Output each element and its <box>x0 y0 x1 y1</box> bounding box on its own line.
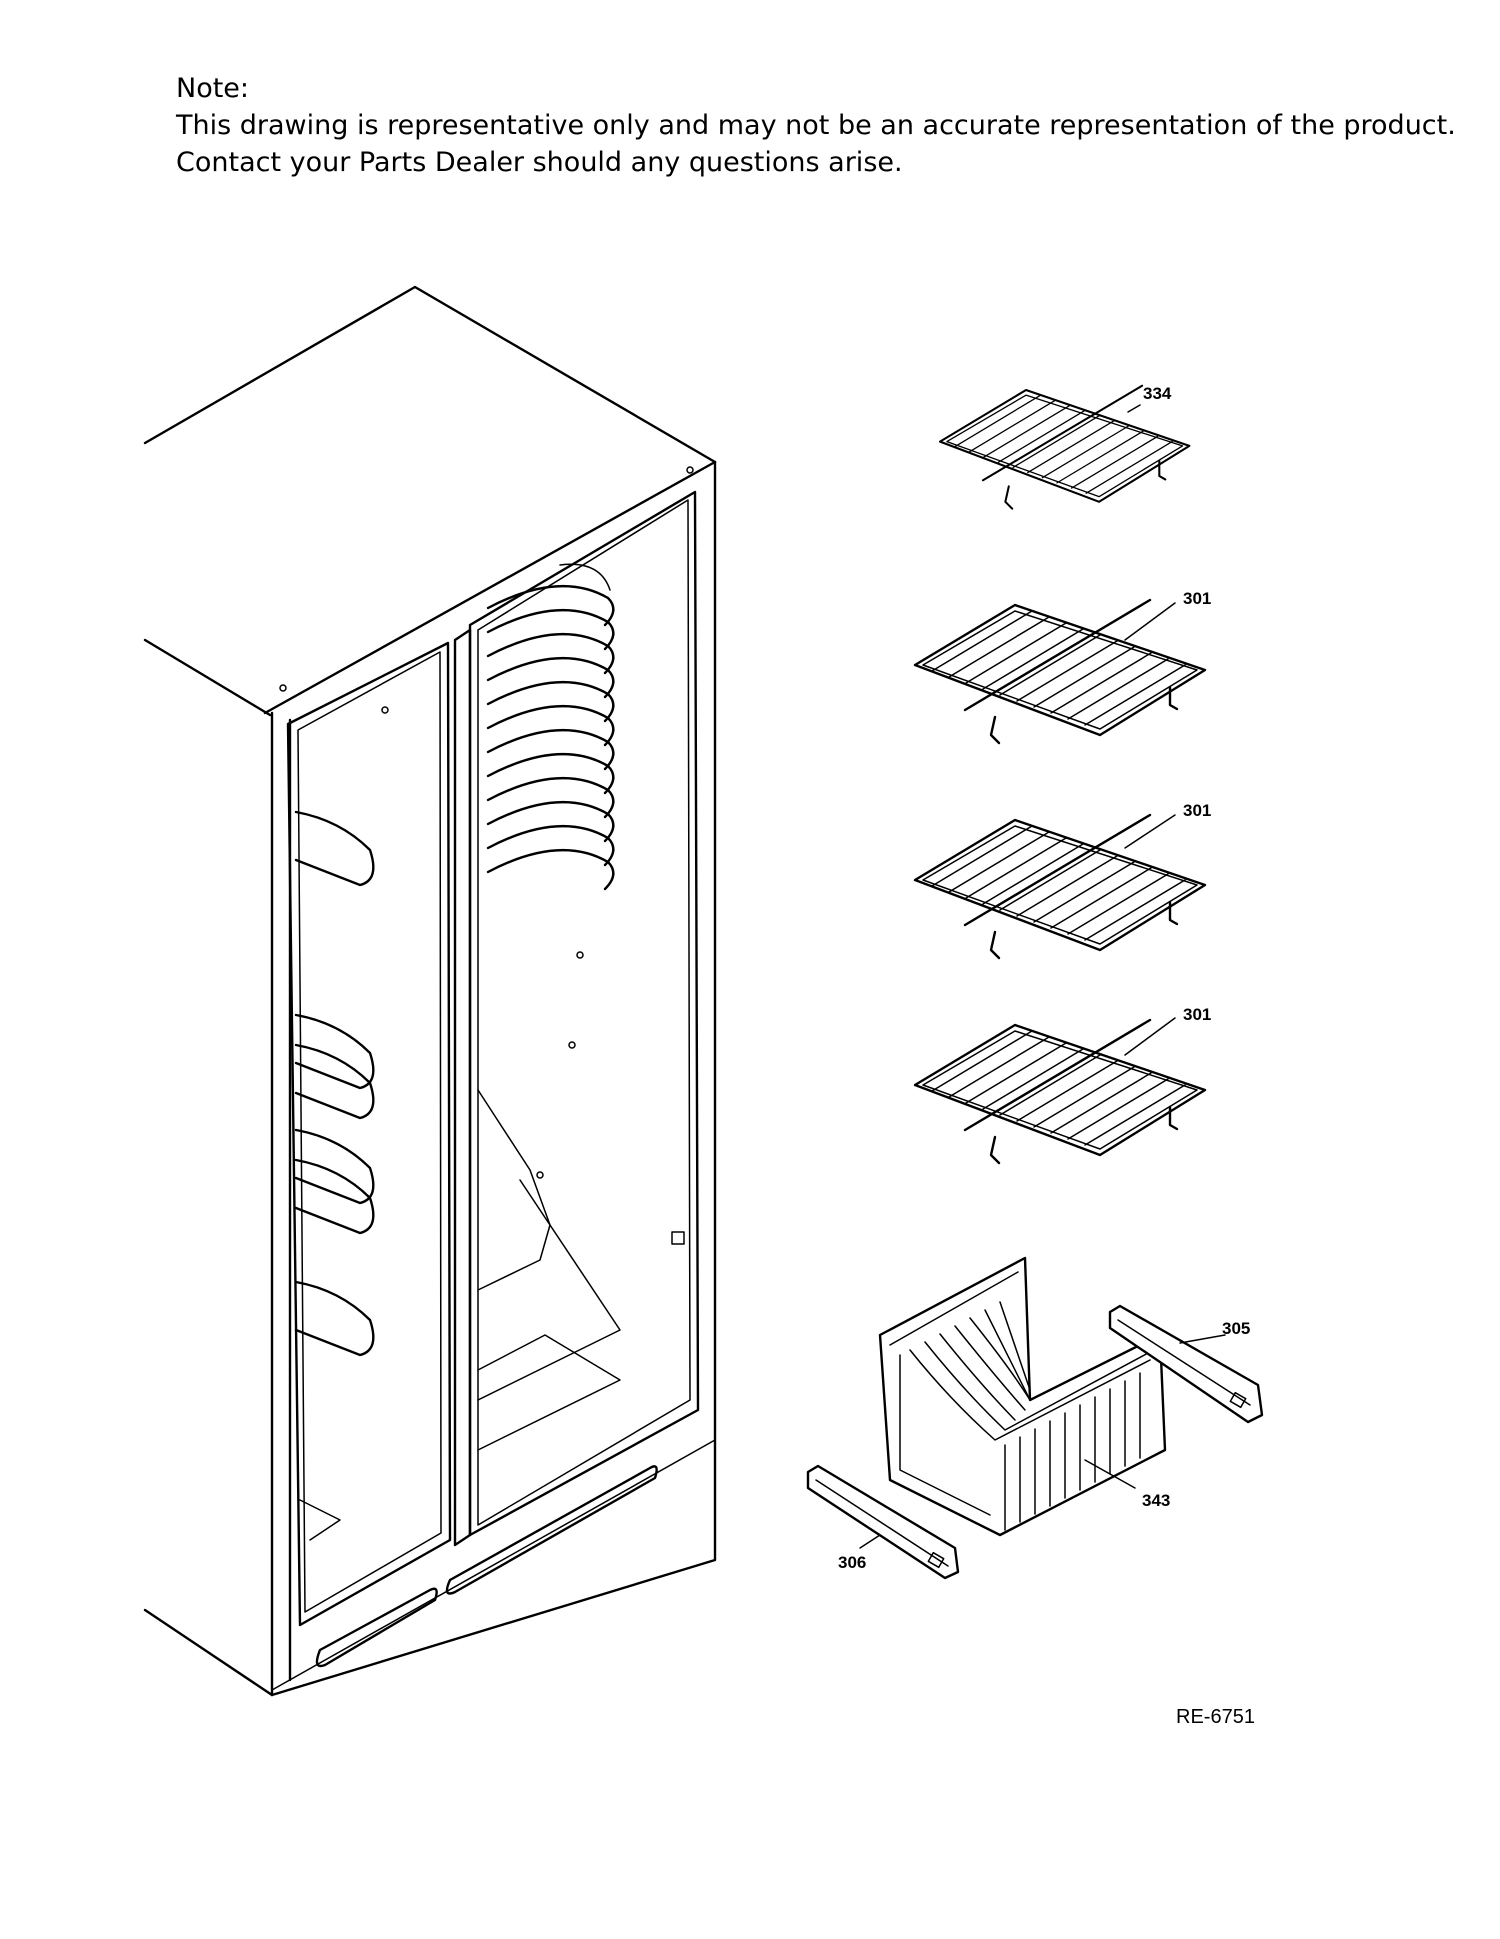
slide-rail-305 <box>1108 1304 1264 1424</box>
shelf-301-c <box>913 1018 1207 1165</box>
shelf-301-a <box>913 598 1207 745</box>
callout-301-a: 301 <box>1183 589 1211 608</box>
shelf-301-b <box>913 813 1207 960</box>
refrigerator-cabinet <box>143 285 717 1697</box>
left-shelf-rails <box>294 810 375 1357</box>
slide-rail-306 <box>806 1464 960 1580</box>
disclaimer-note: Note: This drawing is representative onl… <box>176 70 1456 181</box>
callout-301-b: 301 <box>1183 801 1211 820</box>
callout-334: 334 <box>1143 384 1172 403</box>
freezer-basket-343 <box>878 1256 1167 1537</box>
callout-305: 305 <box>1222 1319 1250 1338</box>
callout-301-c: 301 <box>1183 1005 1211 1024</box>
note-heading: Note: <box>176 73 250 104</box>
reference-code: RE-6751 <box>1176 1706 1255 1728</box>
callout-343: 343 <box>1142 1491 1170 1510</box>
callout-306: 306 <box>838 1553 866 1572</box>
callout-leaders <box>859 404 1226 1549</box>
note-line-2: Contact your Parts Dealer should any que… <box>176 147 903 178</box>
note-line-1: This drawing is representative only and … <box>176 110 1456 141</box>
shelf-334 <box>938 384 1191 510</box>
right-shelf-rails <box>486 563 615 891</box>
